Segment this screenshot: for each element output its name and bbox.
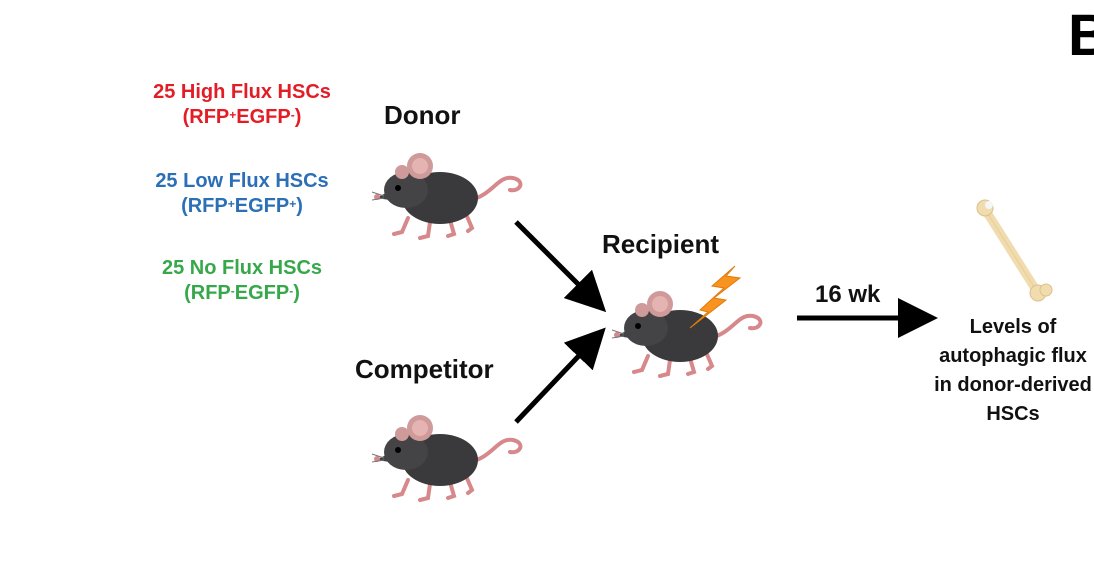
mouse-competitor-icon xyxy=(370,413,523,502)
recipient-label: Recipient xyxy=(602,229,720,259)
cell-count-label: 25 No Flux HSCs xyxy=(161,257,323,279)
outcome-line: HSCs xyxy=(986,403,1040,425)
cell-marker-label: (RFP-EGFP-) xyxy=(184,282,300,304)
panel-letter: B xyxy=(1068,3,1094,68)
competitor-label: Competitor xyxy=(355,354,494,384)
time-label: 16 wk xyxy=(815,281,881,308)
outcome-line: Levels of xyxy=(969,316,1057,338)
donor-label: Donor xyxy=(384,100,461,130)
cell-marker-label: (RFP+EGFP-) xyxy=(182,106,302,128)
outcome-text: Levels of autophagic flux in donor-deriv… xyxy=(910,313,1094,429)
cell-marker-label: (RFP+EGFP+) xyxy=(181,195,303,217)
cell-count-label: 25 High Flux HSCs xyxy=(153,81,331,103)
bone-icon xyxy=(976,199,1053,302)
competitor-to-recipient-arrow xyxy=(514,327,606,424)
cell-count-label: 25 Low Flux HSCs xyxy=(155,170,329,192)
cell-population-low: 25 Low Flux HSCs (RFP+EGFP+) xyxy=(122,169,362,219)
cell-population-high: 25 High Flux HSCs (RFP+EGFP-) xyxy=(122,80,362,130)
lightning-icon xyxy=(689,265,742,329)
donor-to-recipient-arrow xyxy=(514,220,607,313)
mouse-donor-icon xyxy=(370,151,523,240)
outcome-line: autophagic flux xyxy=(939,345,1087,367)
mouse-recipient-icon xyxy=(610,289,763,378)
outcome-line: in donor-derived xyxy=(934,374,1092,396)
cell-population-none: 25 No Flux HSCs (RFP-EGFP-) xyxy=(122,256,362,306)
